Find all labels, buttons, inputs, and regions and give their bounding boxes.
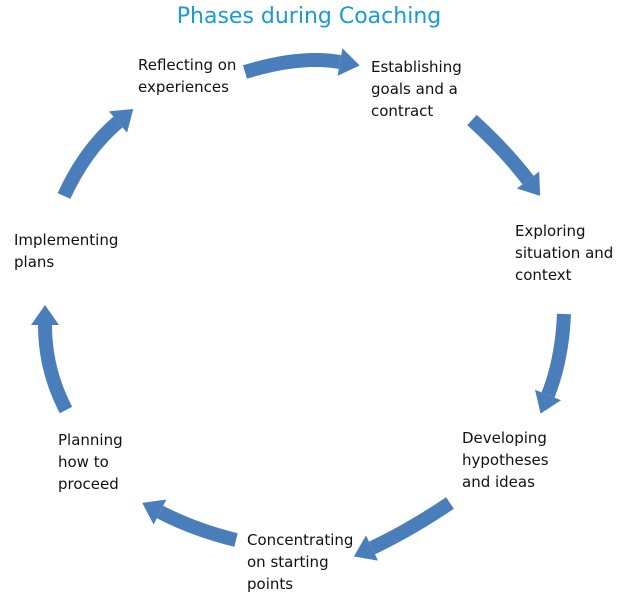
diagram-title: Phases during Coaching xyxy=(176,4,442,29)
arrow-shaft-2 xyxy=(467,114,534,185)
arrow-head-2 xyxy=(516,171,541,196)
arrow-head-5 xyxy=(142,499,167,525)
phase-concentrating: Concentrating on starting points xyxy=(247,531,354,593)
arrow-head-7 xyxy=(108,109,134,133)
arrow-shaft-1 xyxy=(242,52,342,79)
arrow-shaft-4 xyxy=(369,497,454,555)
arrow-head-1 xyxy=(337,48,360,76)
phase-exploring: Exploring situation and context xyxy=(515,222,614,284)
arrow-shaft-7 xyxy=(57,116,123,199)
arrow-shaft-5 xyxy=(156,505,238,547)
arrow-head-6 xyxy=(31,305,59,325)
arrow-shaft-6 xyxy=(38,324,73,414)
phase-establishing: Establishing goals and a contract xyxy=(371,58,462,120)
phase-planning: Planning how to proceed xyxy=(58,431,123,493)
arrow-shaft-3 xyxy=(541,313,571,398)
phase-developing: Developing hypotheses and ideas xyxy=(462,429,549,491)
arrow-head-3 xyxy=(535,389,561,414)
phase-reflecting: Reflecting on experiences xyxy=(138,56,237,96)
phase-implementing: Implementing plans xyxy=(14,231,119,271)
arrow-head-4 xyxy=(353,535,378,561)
